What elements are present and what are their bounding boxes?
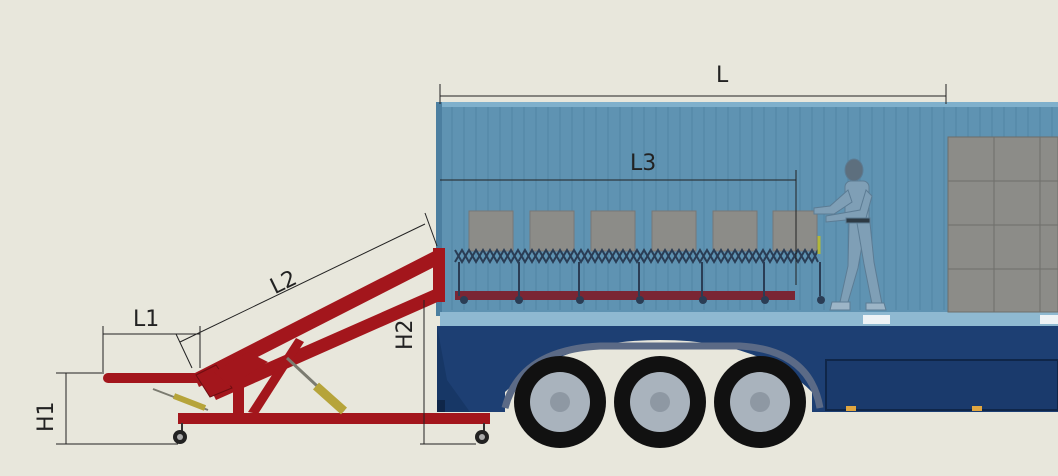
floor-plate <box>1040 315 1058 324</box>
cargo-box <box>993 224 1041 270</box>
cargo-box <box>993 268 1041 313</box>
cargo-box <box>993 136 1041 182</box>
caster-wheel-icon <box>817 296 825 304</box>
cargo-stack <box>947 136 1058 313</box>
worker-figure <box>813 158 887 311</box>
hydraulic-cylinder <box>152 388 209 411</box>
scissor-links <box>454 247 819 265</box>
worker-belt <box>845 217 871 224</box>
dim-label-L2: L2 <box>266 266 301 300</box>
dim-label-L1: L1 <box>133 307 159 332</box>
worker-shoe <box>865 302 887 311</box>
conveyor-base-rail <box>455 291 795 300</box>
conveyor-box <box>712 210 758 252</box>
worker-arm <box>825 189 873 223</box>
dim-L2-line <box>179 223 426 343</box>
dim-label-H2: H2 <box>393 319 418 350</box>
cargo-box <box>993 180 1041 226</box>
worker-head <box>844 158 864 182</box>
trailer <box>437 326 1058 412</box>
caster-wheel-icon <box>636 296 644 304</box>
caster-wheel-icon <box>699 296 707 304</box>
container-bottom-rail <box>440 312 1058 326</box>
loader-tip-table <box>103 373 203 383</box>
loader-strut <box>248 338 304 414</box>
truck-wheel-icon <box>614 356 706 448</box>
side-skirt <box>825 359 1058 411</box>
conveyor-casters <box>460 296 825 304</box>
truck-wheel-icon <box>514 356 606 448</box>
caster-wheel-icon <box>515 296 523 304</box>
caster-wheel-icon <box>761 296 769 304</box>
loader-pivot-bracket <box>433 248 445 302</box>
caster-wheel-icon <box>173 423 187 444</box>
conveyor-legs <box>458 262 821 296</box>
floor-plate <box>863 315 890 324</box>
wheel-fender <box>501 342 824 409</box>
dimension-lines <box>56 84 947 445</box>
caster-wheel-icon <box>460 296 468 304</box>
conveyor-box <box>772 210 818 252</box>
worker-shoe <box>829 301 851 311</box>
dim-label-L: L <box>716 63 729 88</box>
trailer-nose <box>437 326 470 412</box>
loader-lower-arm <box>210 288 442 400</box>
conveyor-box <box>468 210 514 252</box>
hydraulic-cylinder <box>285 356 347 415</box>
loader-support-post <box>233 363 244 415</box>
loader-hinge-block <box>195 364 233 398</box>
cargo-box <box>947 268 995 313</box>
cargo-box <box>947 180 995 226</box>
container-door-frame <box>436 102 442 316</box>
conveyor-box <box>529 210 575 252</box>
worker-arm <box>813 189 853 215</box>
cargo-box <box>947 224 995 270</box>
cargo-box <box>947 136 995 182</box>
caster-wheel-icon <box>576 296 584 304</box>
conveyor-box <box>651 210 697 252</box>
loader-base-frame <box>178 413 490 424</box>
extendable-conveyor <box>454 236 825 304</box>
loader-ramp <box>103 248 490 444</box>
marker-light <box>972 406 982 411</box>
dim-label-H1: H1 <box>34 401 59 432</box>
conveyor-box <box>590 210 636 252</box>
cargo-box <box>1039 136 1058 182</box>
cargo-box <box>1039 180 1058 226</box>
loader-upper-arm <box>193 250 442 387</box>
caster-wheel-icon <box>475 423 489 444</box>
truck-wheel-icon <box>714 356 806 448</box>
conveyor-boxes <box>468 210 818 252</box>
truck-wheels <box>514 356 806 448</box>
marker-light <box>846 406 856 411</box>
cargo-box <box>1039 268 1058 313</box>
dim-label-L3: L3 <box>630 151 656 176</box>
bumper <box>437 400 445 412</box>
container-top-rail <box>440 102 1058 107</box>
cargo-box <box>1039 224 1058 270</box>
